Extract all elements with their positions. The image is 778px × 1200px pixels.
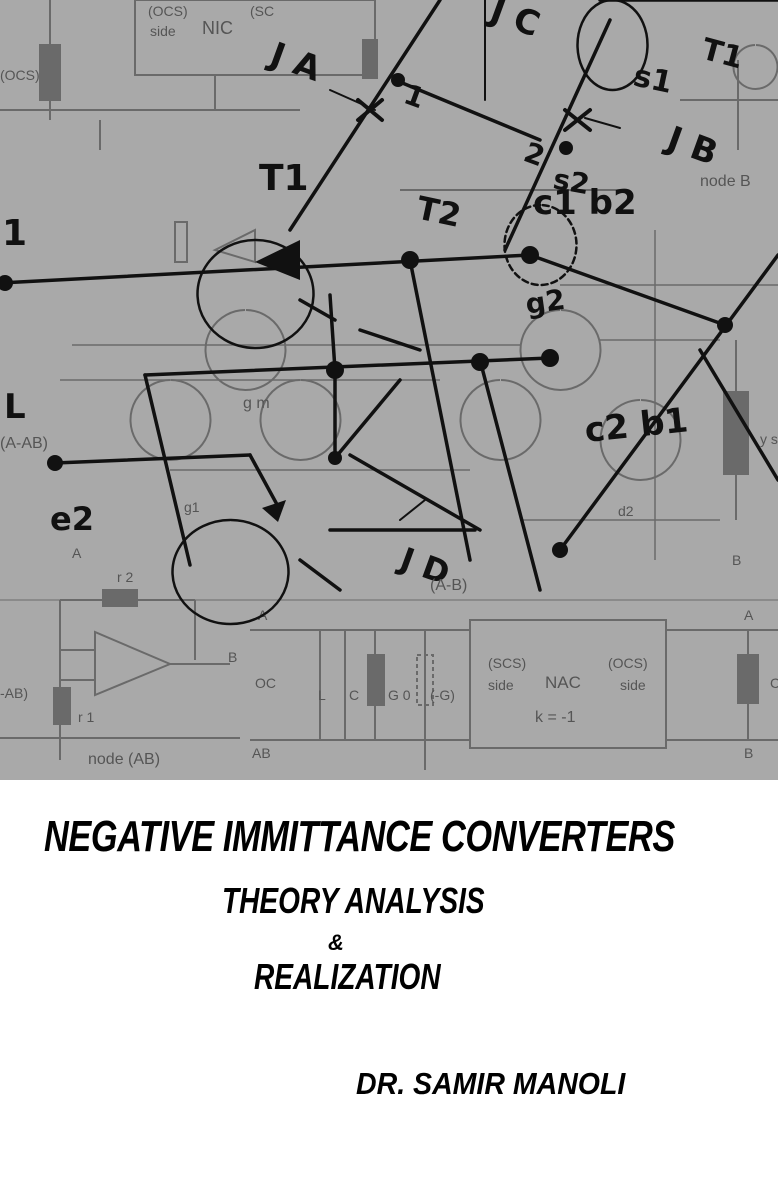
subtitle-ampersand: & <box>328 930 344 955</box>
a-ab-label: (A-AB) <box>0 435 48 452</box>
faint-schematic-labels: (OCS) side NIC (SC (OCS) (SCS) side NAC … <box>0 3 778 761</box>
d2-label: d2 <box>618 503 634 519</box>
ja-label: J A <box>263 34 327 90</box>
node-ab-label: node (AB) <box>88 751 160 768</box>
node-2-label: 2 <box>520 136 550 174</box>
b-right-label: B <box>744 745 753 761</box>
ocs-left-label: (OCS) <box>0 67 40 83</box>
ocs-top-label: (OCS) <box>148 3 188 19</box>
scs-label: (SCS) <box>488 655 526 671</box>
subtitle-theory-analysis: THEORY ANALYSIS <box>222 880 485 921</box>
a-right-label: A <box>744 607 754 623</box>
r1-label: r 1 <box>78 709 95 725</box>
jc-label: J C <box>483 0 545 45</box>
c-component-label: C <box>349 687 359 703</box>
sc-top-label: (SC <box>250 3 274 19</box>
jd-tail-label: (A-B) <box>430 577 467 594</box>
oc-label: OC <box>255 675 276 691</box>
s2-label: s2 <box>551 162 592 201</box>
nac-label: NAC <box>545 673 581 692</box>
ocs-right-label: (OCS) <box>608 655 648 671</box>
gm-label: g m <box>243 395 270 412</box>
l-label: L <box>4 387 26 427</box>
title-block: NEGATIVE IMMITTANCE CONVERTERS THEORY AN… <box>0 780 778 1200</box>
a-mid-label: A <box>72 545 82 561</box>
jb-label: J B <box>660 118 723 174</box>
c-right-label: C <box>770 675 778 691</box>
r2-label: r 2 <box>117 569 134 585</box>
foreground-circuit <box>0 0 778 626</box>
cover-artwork: (OCS) side NIC (SC (OCS) (SCS) side NAC … <box>0 0 778 780</box>
b-label: B <box>228 649 237 665</box>
g2-label: g2 <box>523 283 567 321</box>
circuit-nodes <box>0 73 733 558</box>
t1-main-label: T1 <box>259 158 309 199</box>
s1-label: s1 <box>630 59 675 101</box>
circuit-diagram: (OCS) side NIC (SC (OCS) (SCS) side NAC … <box>0 0 778 770</box>
faint-schematic <box>0 0 778 770</box>
e2-label: e2 <box>50 500 94 538</box>
neg-g-label: (-G) <box>430 687 455 703</box>
g1-label: g1 <box>184 499 200 515</box>
input-1-label: 1 <box>2 213 27 254</box>
circuit-minor-labels: (A-AB) (A-B) g m node B node (AB) <box>0 173 751 768</box>
ocs-side-label: side <box>150 23 176 39</box>
t2-label: T2 <box>413 189 464 235</box>
circuit-labels: J A J C J B J D T1 T2 T1 s1 s2 1 2 1 c1 … <box>2 0 747 592</box>
ys-label: y s <box>760 431 778 447</box>
t1-top-label: T1 <box>698 32 747 77</box>
c2-b1-label: c2 b1 <box>583 400 690 451</box>
ab-paren-label: -AB) <box>0 685 28 701</box>
book-title: NEGATIVE IMMITTANCE CONVERTERS <box>44 812 675 861</box>
c1-b2-label: c1 b2 <box>533 183 637 223</box>
l-component-label: L <box>318 687 326 703</box>
nic-label: NIC <box>202 18 233 38</box>
b-mid-label: B <box>732 552 741 568</box>
node-b-label: node B <box>700 173 751 190</box>
g0-label: G 0 <box>388 687 411 703</box>
ocs-right-side-label: side <box>620 677 646 693</box>
subtitle-realization: REALIZATION <box>254 956 441 997</box>
author-name: DR. SAMIR MANOLI <box>356 1066 626 1101</box>
ab-label: AB <box>252 745 271 761</box>
scs-side-label: side <box>488 677 514 693</box>
k-value-label: k = -1 <box>535 709 576 726</box>
